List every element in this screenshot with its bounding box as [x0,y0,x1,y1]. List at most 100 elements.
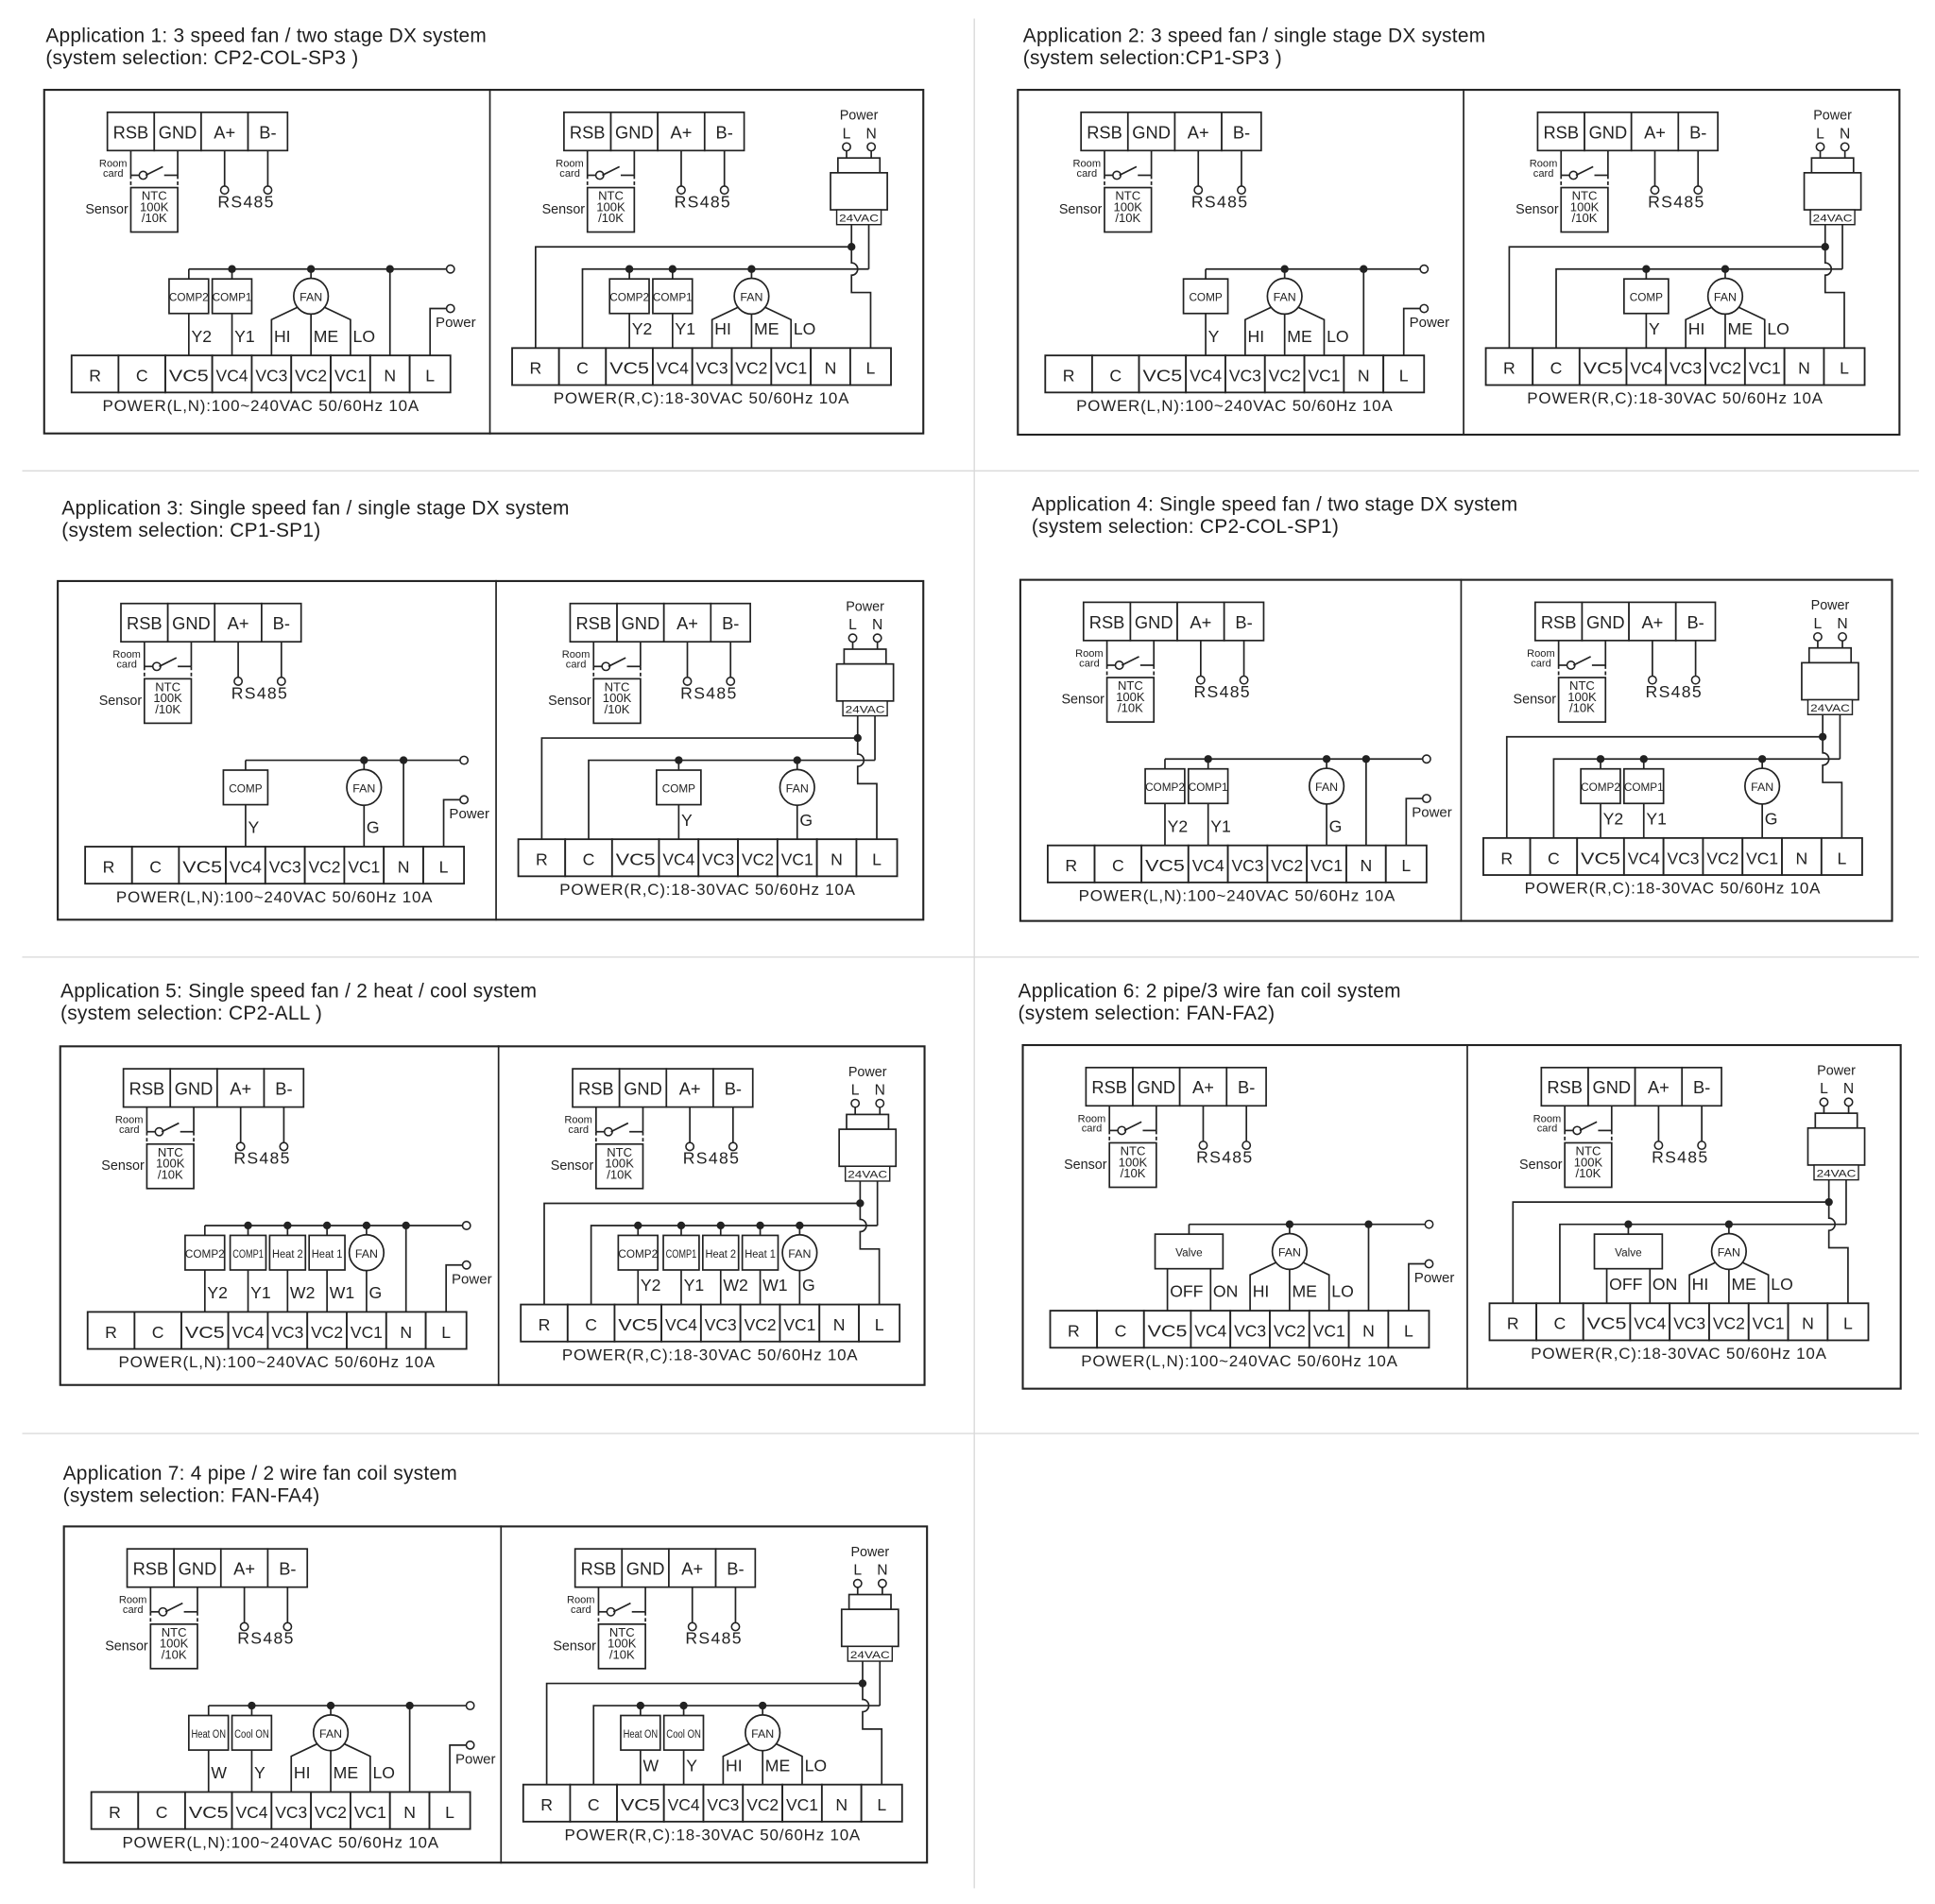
terminal-cell [522,1783,572,1823]
terminal-vc2: VC2 [306,1311,348,1350]
terminal-cell [1225,1066,1267,1107]
power-spec-caption: POWER(L,N):100~240VAC 50/60Hz 10A [122,1833,438,1851]
transformer-leg-wire [859,1180,881,1305]
terminal-label: VC2 [1706,849,1738,867]
terminal-r: R [520,1303,569,1343]
terminal-label: GND [624,1079,662,1099]
power-wire [429,307,447,356]
ntc-label: 100K [605,1157,634,1171]
power-spec-caption: POWER(L,N):100~240VAC 50/60Hz 10A [116,888,433,906]
terminal-cell [1741,836,1783,876]
terminal-cell [779,1303,821,1343]
load-box [662,1714,705,1751]
terminal-cell [106,111,156,152]
terminal-label: B- [1238,1077,1255,1097]
terminal-n: N [368,354,411,394]
rs485-terminal-ring [719,185,729,196]
power-spec-caption: POWER(L,N):100~240VAC 50/60Hz 10A [119,1353,436,1371]
terminal-vc2: VC2 [1702,836,1744,876]
terminal-label: N [835,1795,848,1814]
junction-dot [248,1701,256,1710]
ntc-label: /10K [1121,1166,1146,1180]
terminal-label: VC1 [1753,1314,1785,1333]
header-terminal-gnd: GND [618,1068,668,1108]
terminal-cell [1226,844,1269,883]
terminal-label: GND [1132,122,1171,142]
load-cool-on: Cool ONY [231,1706,273,1793]
room-card-label: card [123,1604,144,1616]
wire-label: ME [1731,1275,1755,1294]
header-terminal-gnd: GND [1587,1066,1636,1107]
terminal-vc5: VC5 [1142,1310,1192,1349]
load-heat-2: Heat 2W2 [701,1225,748,1305]
header-terminal-a: A+ [216,1068,265,1108]
junction-dot [1285,1220,1294,1228]
junction-dot [402,1221,410,1230]
rs485-label: RS485 [683,1149,740,1168]
terminal-vc4: VC4 [1625,347,1668,386]
header-terminal-rsb: RSB [563,111,612,152]
terminal-cell [1677,111,1719,152]
room-card-label: Room [112,649,141,660]
room-card-label: Room [99,158,128,169]
terminal-label: VC4 [1628,849,1660,867]
terminal-c: C [133,1311,182,1350]
terminal-label: VC4 [657,359,689,378]
rs485-terminal-ring [1236,185,1246,196]
wire-label: G [1765,809,1778,828]
switch-blade-icon [164,1602,183,1613]
terminal-vc5: VC5 [178,846,227,885]
power-terminal-ring [461,1260,471,1270]
transformer-leg-wire [1824,224,1845,349]
junction-dot [405,1701,414,1710]
transformer-primary [1814,1112,1858,1129]
terminal-label: GND [622,613,660,633]
terminal-label: A+ [676,613,698,633]
load-label: Heat ON [624,1728,659,1741]
junction-dot [1624,1220,1633,1228]
power-terminal-ring [1424,1259,1434,1269]
wire-label: LO [1771,1275,1793,1294]
power-wire [449,1744,467,1793]
wire-label: Y1 [250,1283,271,1302]
ntc-sensor-box [1105,677,1156,723]
terminal-label: R [1065,856,1077,875]
terminal-cell [1345,844,1387,883]
terminal-vc4: VC4 [658,838,700,878]
terminal-r: R [1044,354,1093,394]
wire-label: Y [1208,327,1220,346]
load-label: Cool ON [666,1728,701,1741]
terminal-cell [1781,836,1823,876]
terminal-cell [343,846,385,885]
junction-dot [1724,1220,1734,1228]
header-terminal-b: B- [1225,1066,1267,1107]
ntc-label: NTC [1572,189,1598,203]
terminal-label: L [872,850,882,869]
load-box [741,1234,779,1271]
sensor-label: Sensor [101,1158,145,1174]
terminal-label: R [1500,849,1513,867]
load-label: COMP2 [1145,781,1185,794]
terminal-cell [520,1303,569,1343]
terminal-label: VC5 [1145,856,1185,875]
terminal-label: B- [1235,612,1252,632]
load-box [1623,278,1670,315]
rs485-label: RS485 [1652,1147,1708,1166]
terminal-vc3: VC3 [697,838,739,878]
terminal-label: VC4 [665,1315,697,1334]
terminal-label: B- [727,1559,744,1579]
terminal-label: VC4 [668,1795,700,1814]
terminal-label: A+ [1188,122,1209,142]
c-bus-wire [1559,1223,1846,1304]
terminal-label: VC4 [216,367,248,386]
rs485-label: RS485 [237,1629,294,1648]
ntc-label: /10K [607,1167,632,1181]
junction-dot [326,1701,335,1710]
header-terminal-a: A+ [665,1068,714,1108]
room-card-label: card [1077,168,1098,180]
terminal-label: A+ [1641,612,1663,632]
room-card-label: Room [1075,648,1104,660]
wire-label: OFF [1170,1282,1203,1301]
terminal-vc5: VC5 [1140,844,1190,883]
